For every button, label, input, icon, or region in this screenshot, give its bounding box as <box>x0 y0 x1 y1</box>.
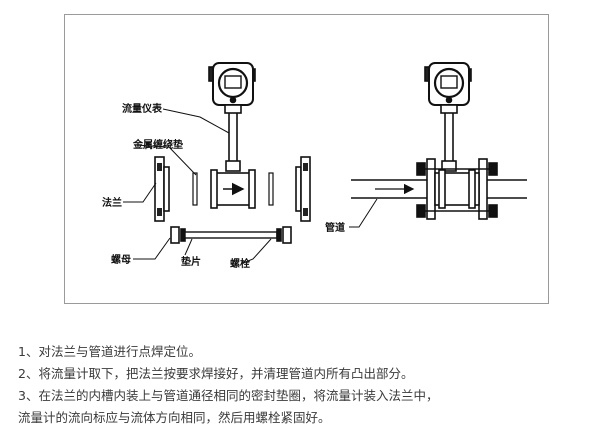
label-pipe: 管道 <box>325 221 345 234</box>
installation-diagram: 流量仪表 金属缠绕垫 法兰 螺母 垫片 螺栓 <box>64 14 549 304</box>
bolts-right <box>416 162 498 218</box>
gasket-right <box>268 172 274 206</box>
step-3: 3、在法兰的内槽内装上与管道通径相同的密封垫圈，将流量计装入法兰中， <box>18 388 439 403</box>
label-nut: 螺母 <box>111 253 131 266</box>
bolt-assembly <box>170 226 292 244</box>
transmitter-head-left <box>208 62 256 114</box>
gasket-left <box>192 172 198 206</box>
label-bolt: 螺栓 <box>230 257 250 270</box>
label-flowmeter: 流量仪表 <box>122 102 163 115</box>
label-metal-gasket: 金属缠绕垫 <box>132 138 183 151</box>
meter-body-left <box>210 169 256 209</box>
exploded-view <box>154 62 311 244</box>
label-flange: 法兰 <box>102 196 122 209</box>
step-1: 1、对法兰与管道进行点焊定位。 <box>18 344 201 359</box>
transmitter-head-right <box>424 62 472 114</box>
flange-left <box>154 156 170 222</box>
label-washer: 垫片 <box>181 255 201 268</box>
installed-view <box>351 62 527 220</box>
diagram-canvas: 流量仪表 金属缠绕垫 法兰 螺母 垫片 螺栓 <box>102 62 527 270</box>
pipe <box>351 179 527 199</box>
flange-right <box>295 156 311 222</box>
step-2: 2、将流量计取下，把法兰按要求焊接好，并清理管道内所有凸出部分。 <box>18 366 414 381</box>
step-3-continued: 流量计的流向标应与流体方向相同，然后用螺栓紧固好。 <box>18 410 331 425</box>
flange-pair-right <box>426 158 488 220</box>
installation-steps: 1、对法兰与管道进行点焊定位。 2、将流量计取下，把法兰按要求焊接好，并清理管道… <box>18 341 588 429</box>
